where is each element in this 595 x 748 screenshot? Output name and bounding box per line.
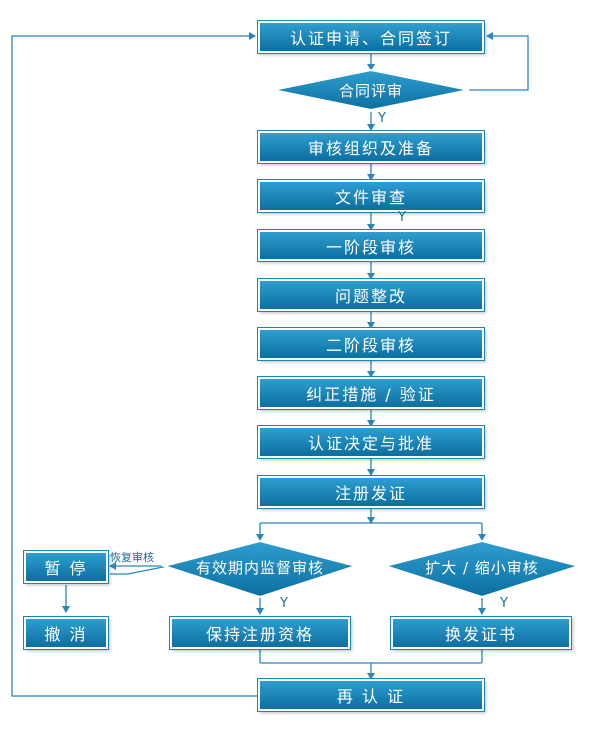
node-register[interactable]: 注册发证 <box>257 475 485 509</box>
node-withdraw[interactable]: 撤 消 <box>23 616 109 650</box>
label-yes-surveillance: Y <box>280 596 288 611</box>
edge-suspend-resume <box>110 565 169 575</box>
node-reissue[interactable]: 换发证书 <box>390 616 572 650</box>
node-stage2[interactable]: 二阶段审核 <box>257 327 485 361</box>
node-prep[interactable]: 审核组织及准备 <box>257 130 485 164</box>
edge-recert-loop <box>11 32 260 697</box>
label-yes-scope: Y <box>500 596 508 611</box>
label-resume-audit: 恢复审核 <box>110 551 154 564</box>
label-yes-contract: Y <box>378 111 386 126</box>
node-recert[interactable]: 再 认 证 <box>257 678 485 712</box>
contract-review-diamond[interactable] <box>272 68 470 112</box>
node-stage1[interactable]: 一阶段审核 <box>257 229 485 262</box>
surveillance-diamond[interactable] <box>160 539 360 599</box>
node-suspend[interactable]: 暂 停 <box>23 550 109 584</box>
node-apply[interactable]: 认证申请、合同签订 <box>257 20 485 54</box>
node-maintain[interactable]: 保持注册资格 <box>169 616 351 650</box>
node-decision[interactable]: 认证决定与批准 <box>257 425 485 459</box>
node-contract-review-label: 合同评审 <box>338 81 403 100</box>
node-scope-change-label: 扩大 / 缩小审核 <box>425 558 539 577</box>
node-corrective[interactable]: 纠正措施 / 验证 <box>257 376 485 410</box>
node-doc-review[interactable]: 文件审查 <box>257 179 485 213</box>
node-rectify[interactable]: 问题整改 <box>257 278 485 312</box>
scope-change-diamond[interactable] <box>381 539 583 599</box>
node-surveillance-label: 有效期内监督审核 <box>195 558 324 577</box>
edge-review-loop <box>468 32 529 91</box>
label-yes-doc: Y <box>398 210 406 225</box>
